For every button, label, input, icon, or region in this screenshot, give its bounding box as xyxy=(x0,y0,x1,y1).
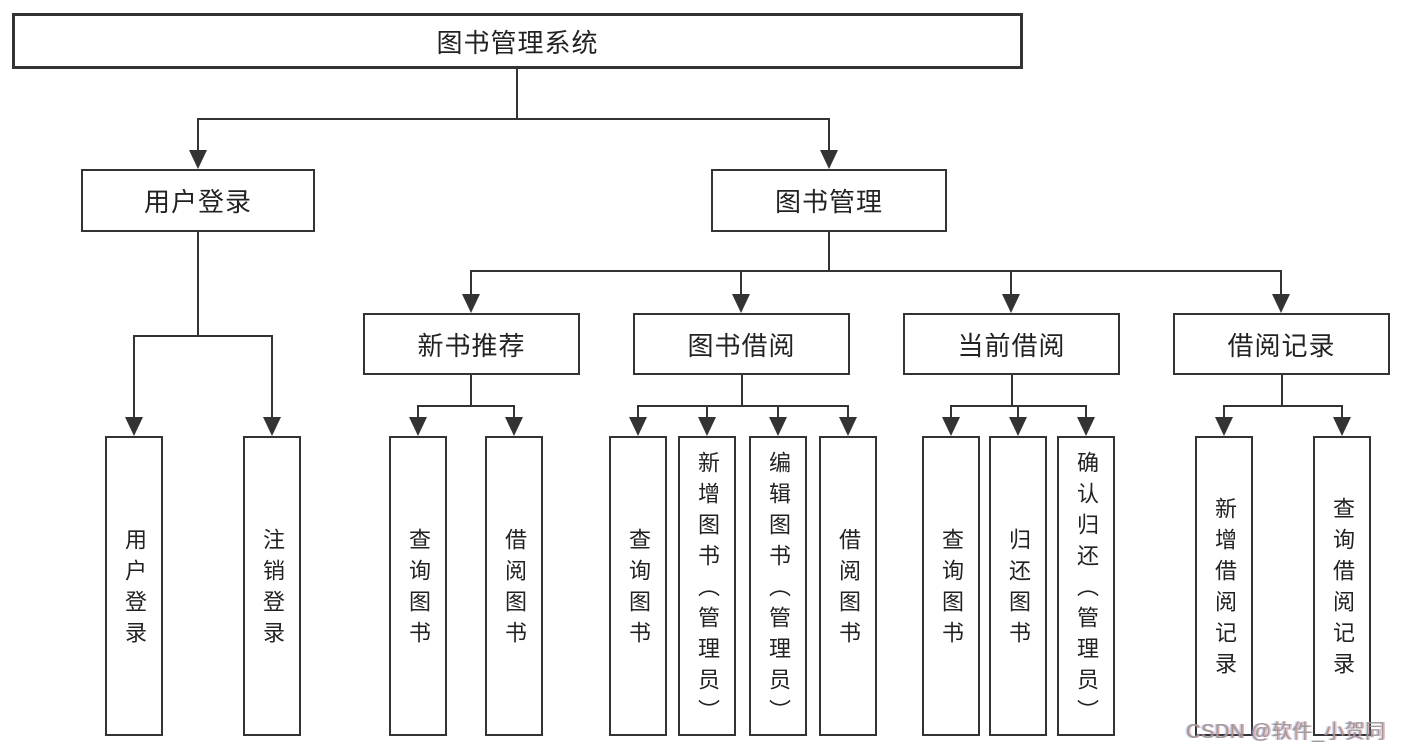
leaf-query-books-1: 查询图书 xyxy=(389,436,447,736)
arrowhead-icon xyxy=(942,417,960,436)
node-book-borrowing: 图书借阅 xyxy=(633,313,850,375)
edge-to-leaf-logout xyxy=(271,335,273,418)
edge-borrowing-records-stem xyxy=(1281,375,1283,405)
csdn-watermark: CSDN @软件_小贺同学 xyxy=(1186,721,1386,743)
edge-to-query-books-1 xyxy=(417,405,419,418)
edge-to-query-borrow-record xyxy=(1341,405,1343,418)
node-borrowing-records: 借阅记录 xyxy=(1173,313,1390,375)
arrowhead-icon xyxy=(505,417,523,436)
node-current-borrowing: 当前借阅 xyxy=(903,313,1120,375)
arrowhead-icon xyxy=(839,417,857,436)
edge-to-confirm-return xyxy=(1085,405,1087,418)
edge-to-borrow-books-1 xyxy=(513,405,515,418)
edge-book-mgmt-stem xyxy=(828,232,830,270)
arrowhead-icon xyxy=(732,294,750,313)
edge-to-return-books xyxy=(1017,405,1019,418)
arrowhead-icon xyxy=(125,417,143,436)
edge-to-current-borrowing xyxy=(1010,270,1012,295)
arrowhead-icon xyxy=(1333,417,1351,436)
edge-root-bar xyxy=(197,118,830,120)
edge-to-add-books xyxy=(706,405,708,418)
arrowhead-icon xyxy=(769,417,787,436)
edge-root-stem xyxy=(516,69,518,118)
edge-to-book-borrowing xyxy=(740,270,742,295)
arrowhead-icon xyxy=(1215,417,1233,436)
leaf-add-books-admin: 新增图书（管理员） xyxy=(678,436,736,736)
leaf-add-borrow-record: 新增借阅记录 xyxy=(1195,436,1253,736)
edge-current-borrowing-stem xyxy=(1011,375,1013,405)
node-new-book-recommendation: 新书推荐 xyxy=(363,313,580,375)
edge-to-add-borrow-record xyxy=(1223,405,1225,418)
node-book-management: 图书管理 xyxy=(711,169,947,232)
edge-book-mgmt-bar xyxy=(470,270,1282,272)
arrowhead-icon xyxy=(263,417,281,436)
leaf-borrow-books-1: 借阅图书 xyxy=(485,436,543,736)
edge-new-book-rec-bar xyxy=(417,405,515,407)
leaf-borrow-books-2: 借阅图书 xyxy=(819,436,877,736)
leaf-query-books-3: 查询图书 xyxy=(922,436,980,736)
arrowhead-icon xyxy=(409,417,427,436)
leaf-query-borrow-record: 查询借阅记录 xyxy=(1313,436,1371,736)
node-library-management-system: 图书管理系统 xyxy=(12,13,1023,69)
edge-to-query-books-3 xyxy=(950,405,952,418)
arrowhead-icon xyxy=(1002,294,1020,313)
leaf-user-login: 用户登录 xyxy=(105,436,163,736)
edge-borrowing-records-bar xyxy=(1223,405,1343,407)
arrowhead-icon xyxy=(820,150,838,169)
arrowhead-icon xyxy=(698,417,716,436)
edge-new-book-rec-stem xyxy=(470,375,472,405)
arrowhead-icon xyxy=(462,294,480,313)
edge-to-query-books-2 xyxy=(637,405,639,418)
edge-user-login-bar xyxy=(133,335,273,337)
node-user-login-group: 用户登录 xyxy=(81,169,315,232)
leaf-query-books-2: 查询图书 xyxy=(609,436,667,736)
edge-to-leaf-user-login xyxy=(133,335,135,418)
edge-to-borrow-books-2 xyxy=(847,405,849,418)
arrowhead-icon xyxy=(1009,417,1027,436)
edge-to-user-login xyxy=(197,118,199,151)
edge-to-edit-books xyxy=(777,405,779,418)
arrowhead-icon xyxy=(1077,417,1095,436)
leaf-logout: 注销登录 xyxy=(243,436,301,736)
arrowhead-icon xyxy=(1272,294,1290,313)
leaf-return-books: 归还图书 xyxy=(989,436,1047,736)
leaf-confirm-return-admin: 确认归还（管理员） xyxy=(1057,436,1115,736)
arrowhead-icon xyxy=(189,150,207,169)
edge-book-borrowing-stem xyxy=(741,375,743,405)
edge-to-new-book-rec xyxy=(470,270,472,295)
edge-user-login-stem xyxy=(197,232,199,335)
leaf-edit-books-admin: 编辑图书（管理员） xyxy=(749,436,807,736)
arrowhead-icon xyxy=(629,417,647,436)
edge-book-borrowing-bar xyxy=(637,405,849,407)
edge-to-borrowing-records xyxy=(1280,270,1282,295)
edge-to-book-management xyxy=(828,118,830,151)
